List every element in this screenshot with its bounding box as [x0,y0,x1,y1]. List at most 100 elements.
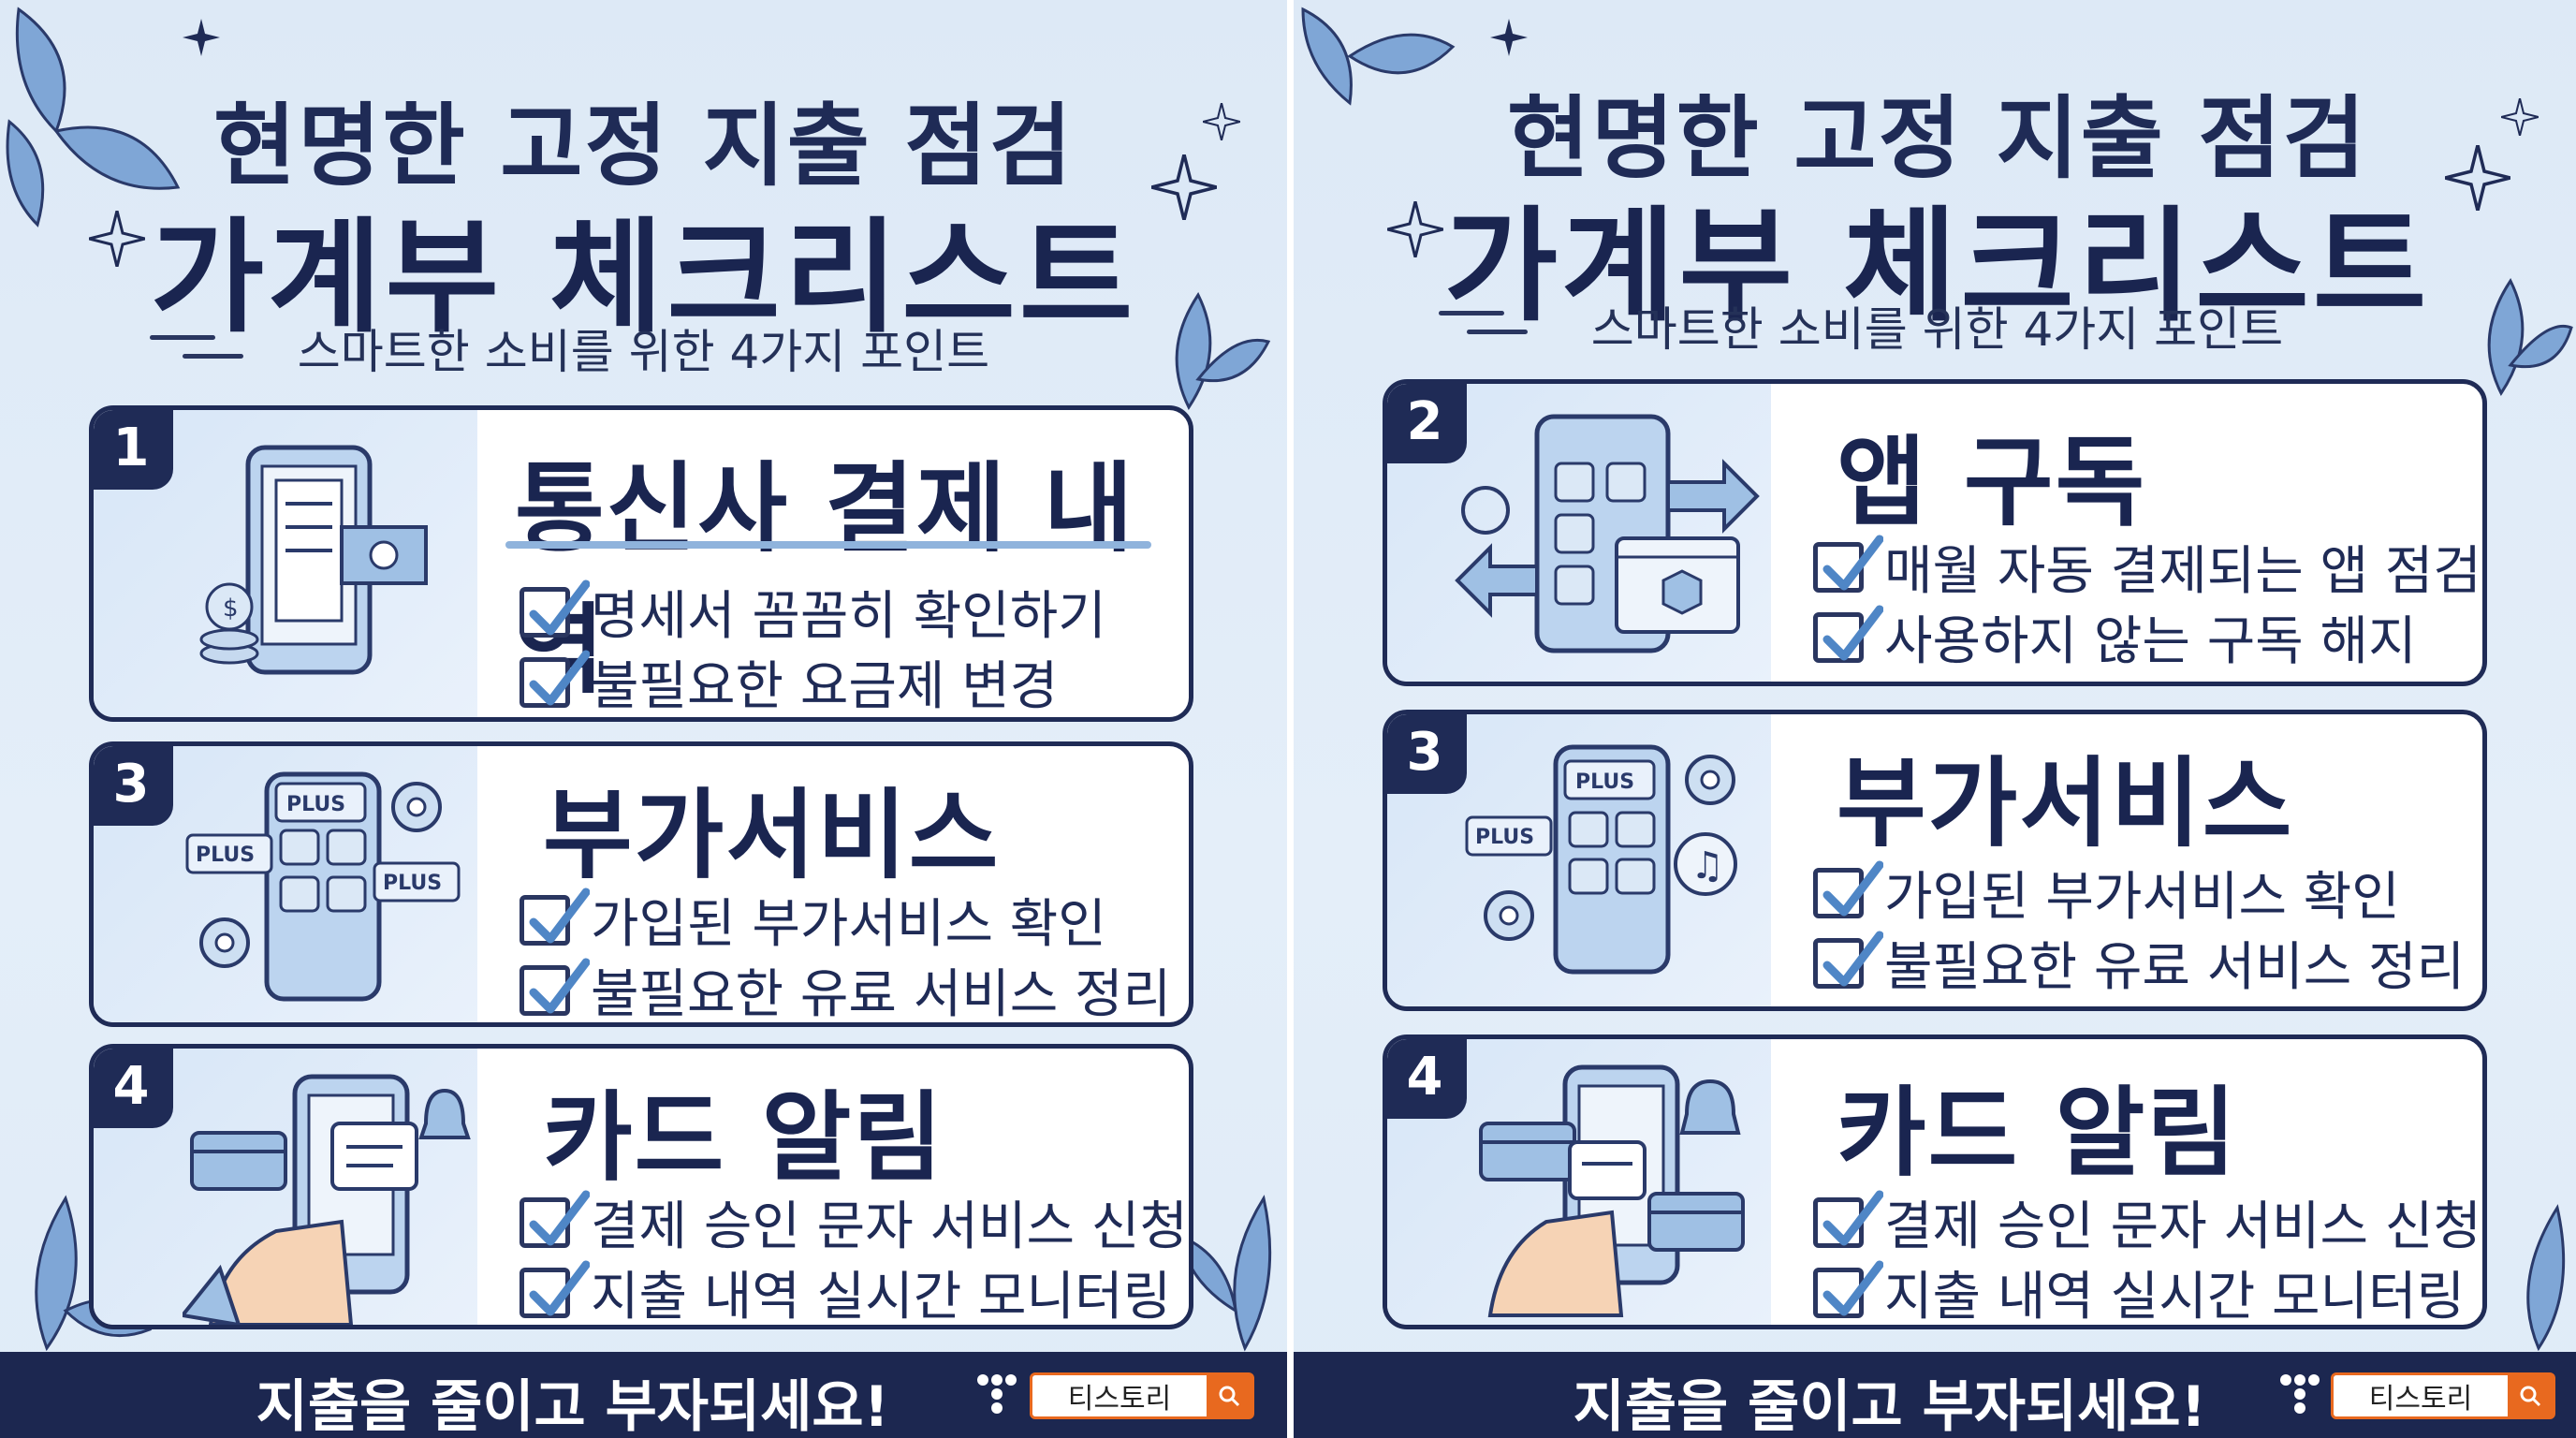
tistory-logo-icon [2280,1374,2320,1414]
card-title: 부가서비스 [543,778,1001,892]
subtitle-dash [183,354,243,359]
card-number-badge: 3 [94,746,173,826]
search-icon[interactable] [1207,1375,1251,1416]
card-illustration [1387,1039,1771,1325]
plus-label: PLUS [286,793,345,816]
checkbox-checked-icon[interactable] [1813,860,1883,918]
checklist-item-text: 불필요한 요금제 변경 [591,656,1059,717]
sparkle-icon [183,19,220,56]
checkbox-checked-icon[interactable] [520,958,590,1016]
checklist-card: 4 카드 알림 결제 승인 문자 서비스 신청 지출 내역 실시간 모니터링 [89,1044,1193,1329]
checkbox-checked-icon[interactable] [520,1260,590,1318]
checkbox-checked-icon[interactable] [520,650,590,708]
panel-divider [1287,0,1294,1438]
checklist-item[interactable]: 가입된 부가서비스 확인 [520,882,1106,958]
checkbox-checked-icon[interactable] [520,580,590,638]
title-underline [505,541,1151,549]
checkbox-checked-icon[interactable] [1813,605,1883,663]
leaf-decoration-icon [2487,278,2573,396]
checklist-card: 4 카드 알림 결제 승인 문자 서비스 신청 지출 내역 실시간 모니터링 [1383,1034,2487,1329]
checklist-item[interactable]: 불필요한 요금제 변경 [520,644,1059,717]
sparkle-icon [1387,201,1443,257]
checklist-item[interactable]: 불필요한 유료 서비스 정리 [1813,925,2465,1001]
sparkle-icon [2501,98,2539,136]
checklist-item[interactable]: 명세서 꼼꼼히 확인하기 [520,574,1106,650]
card-number-badge: 3 [1387,714,1467,794]
plus-label: PLUS [383,872,442,895]
checklist-item-text: 결제 승인 문자 서비스 신청 [591,1196,1188,1257]
card-title: 카드 알림 [1837,1076,2238,1190]
leaf-decoration-icon [1301,7,1456,106]
footer-slogan: 지출을 줄이고 부자되세요! [256,1374,889,1438]
checklist-item-text: 지출 내역 실시간 모니터링 [1884,1267,2466,1328]
right-panel: 현명한 고정 지출 점검 가계부 체크리스트 스마트한 소비를 위한 4가지 포… [1294,0,2576,1438]
svg-text:$: $ [223,594,239,623]
checklist-item-text: 불필요한 유료 서비스 정리 [1884,937,2466,998]
checklist-item[interactable]: 사용하지 않는 구독 해지 [1813,599,2417,675]
leaf-decoration-icon [2526,1204,2566,1352]
card-number-badge: 1 [94,410,173,490]
blog-search-box[interactable]: 티스토리 [1030,1372,1254,1419]
subtitle-dash [1439,311,1504,315]
leaf-decoration-icon [1177,1195,1272,1352]
subtitle-dash [1467,330,1528,334]
subtitle: 스마트한 소비를 위한 4가지 포인트 [1590,302,2284,357]
checklist-item[interactable]: 결제 승인 문자 서비스 신청 [1813,1184,2481,1260]
svg-text:♫: ♫ [1690,844,1724,888]
checkbox-checked-icon[interactable] [1813,931,1883,989]
subtitle-dash [150,335,215,340]
checklist-item-text: 매월 자동 결제되는 앱 점검 [1884,541,2481,602]
checkbox-checked-icon[interactable] [1813,535,1883,593]
sparkle-icon [89,211,145,267]
phone-plus-icon: PLUS PLUS ♫ [1465,744,1737,975]
phone-plus-icon: PLUS PLUS PLUS [185,771,461,1002]
tistory-logo-icon [977,1374,1017,1414]
checkbox-checked-icon[interactable] [1813,1190,1883,1248]
phone-apps-icon [1455,414,1760,653]
phone-card-alert-icon [1479,1064,1745,1317]
card-number-badge: 4 [1387,1039,1467,1119]
blog-search-box[interactable]: 티스토리 [2331,1372,2555,1419]
checklist-item[interactable]: 결제 승인 문자 서비스 신청 [520,1184,1188,1260]
leaf-decoration-icon [1175,292,1271,410]
checklist-item[interactable]: 가입된 부가서비스 확인 [1813,855,2400,931]
card-illustration [1387,384,1771,682]
card-title: 부가서비스 [1837,746,2294,860]
checklist-card: PLUS PLUS ♫ 3 부가서비스 가입된 부가서비스 확인 불필요한 유료… [1383,710,2487,1011]
page-title-line2: 가계부 체크리스트 [150,206,1137,350]
checklist-item[interactable]: 지출 내역 실시간 모니터링 [1813,1255,2466,1328]
checklist-item[interactable]: 불필요한 유료 서비스 정리 [520,952,1172,1025]
checklist-item-text: 불필요한 유료 서비스 정리 [591,964,1172,1025]
card-title: 앱 구독 [1837,425,2147,539]
leaf-decoration-icon [6,7,181,227]
card-illustration: $ [94,410,477,717]
card-title: 카드 알림 [543,1080,944,1195]
phone-card-alert-icon [183,1074,471,1325]
checklist-item-text: 명세서 꼼꼼히 확인하기 [591,586,1106,647]
page-title-line2: 가계부 체크리스트 [1443,195,2431,339]
footer-bar: 지출을 줄이고 부자되세요! 티스토리 [0,1352,1287,1438]
left-panel: 현명한 고정 지출 점검 가계부 체크리스트 스마트한 소비를 위한 4가지 포… [0,0,1287,1438]
plus-label: PLUS [1475,826,1534,849]
checkbox-checked-icon[interactable] [520,888,590,946]
search-icon[interactable] [2508,1375,2553,1416]
subtitle: 스마트한 소비를 위한 4가지 포인트 [297,325,990,379]
sparkle-icon [1490,19,1528,56]
checklist-item-text: 가입된 부가서비스 확인 [1884,867,2400,928]
checklist-item-text: 결제 승인 문자 서비스 신청 [1884,1196,2481,1257]
plus-label: PLUS [196,844,255,867]
checkbox-checked-icon[interactable] [1813,1260,1883,1318]
card-number-badge: 2 [1387,384,1467,463]
checklist-item-text: 가입된 부가서비스 확인 [591,894,1106,955]
sparkle-icon [1151,154,1217,220]
blog-label: 티스토리 [2368,1383,2473,1416]
plus-label: PLUS [1575,770,1634,794]
checklist-item[interactable]: 매월 자동 결제되는 앱 점검 [1813,529,2481,605]
page-title-line1: 현명한 고정 지출 점검 [212,94,1075,198]
checkbox-checked-icon[interactable] [520,1190,590,1248]
sparkle-icon [2445,145,2510,211]
footer-bar: 지출을 줄이고 부자되세요! 티스토리 [1294,1352,2576,1438]
checklist-item[interactable]: 지출 내역 실시간 모니터링 [520,1255,1171,1325]
checklist-card: PLUS PLUS PLUS 3 부가서비스 가입된 부가서비스 확인 불필요한… [89,741,1193,1027]
page-title-line1: 현명한 고정 지출 점검 [1506,86,2368,191]
